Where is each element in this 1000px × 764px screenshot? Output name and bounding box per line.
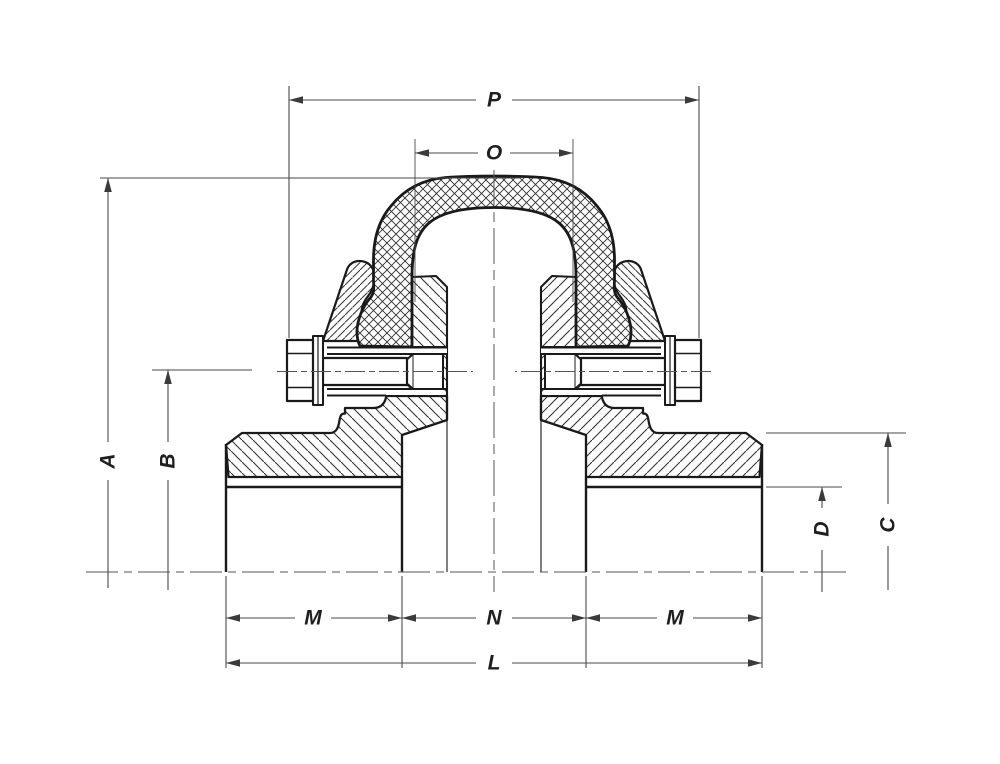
arrow-m1-right (388, 614, 402, 622)
dim-label-n: N (486, 607, 502, 630)
bolt-head (285, 338, 315, 403)
arrow-l-right (748, 659, 762, 667)
arrow-c-up (884, 433, 892, 447)
dimension-arrows (104, 96, 892, 667)
dim-label-l: L (488, 652, 501, 675)
centerlines (86, 170, 846, 592)
arrow-a-up (104, 178, 112, 192)
arrow-m2-left (586, 614, 600, 622)
arrow-o-left (415, 149, 429, 157)
arrow-b-up (164, 370, 172, 384)
arrow-n-left (402, 614, 416, 622)
dim-label-b: B (157, 453, 180, 468)
clamp-strip-bottom (327, 389, 443, 395)
tire-section (355, 174, 633, 349)
clamp-strip-top (327, 347, 447, 354)
arrow-n-right (572, 614, 586, 622)
hub-flange-section (410, 274, 449, 349)
arrow-o-right (559, 149, 573, 157)
dimension-labels: P O A B C D M N M L (97, 89, 900, 675)
dim-label-p: P (487, 89, 502, 112)
dim-label-a: A (97, 453, 120, 469)
arrow-m1-left (226, 614, 240, 622)
arrow-p-right (685, 96, 699, 104)
dim-label-o: O (486, 142, 502, 165)
dim-label-c: C (877, 517, 900, 533)
arrow-d-up (818, 487, 826, 501)
dim-label-d: D (811, 521, 834, 536)
left-hub-assembly (224, 259, 473, 572)
arrow-m2-right (748, 614, 762, 622)
dim-label-m-right: M (666, 607, 684, 630)
hub-body-section (224, 394, 449, 479)
arrow-p-left (289, 96, 303, 104)
bolt-head-facets (287, 352, 313, 389)
tire-element (355, 174, 633, 349)
arrow-l-left (226, 659, 240, 667)
dim-label-m-left: M (304, 607, 322, 630)
